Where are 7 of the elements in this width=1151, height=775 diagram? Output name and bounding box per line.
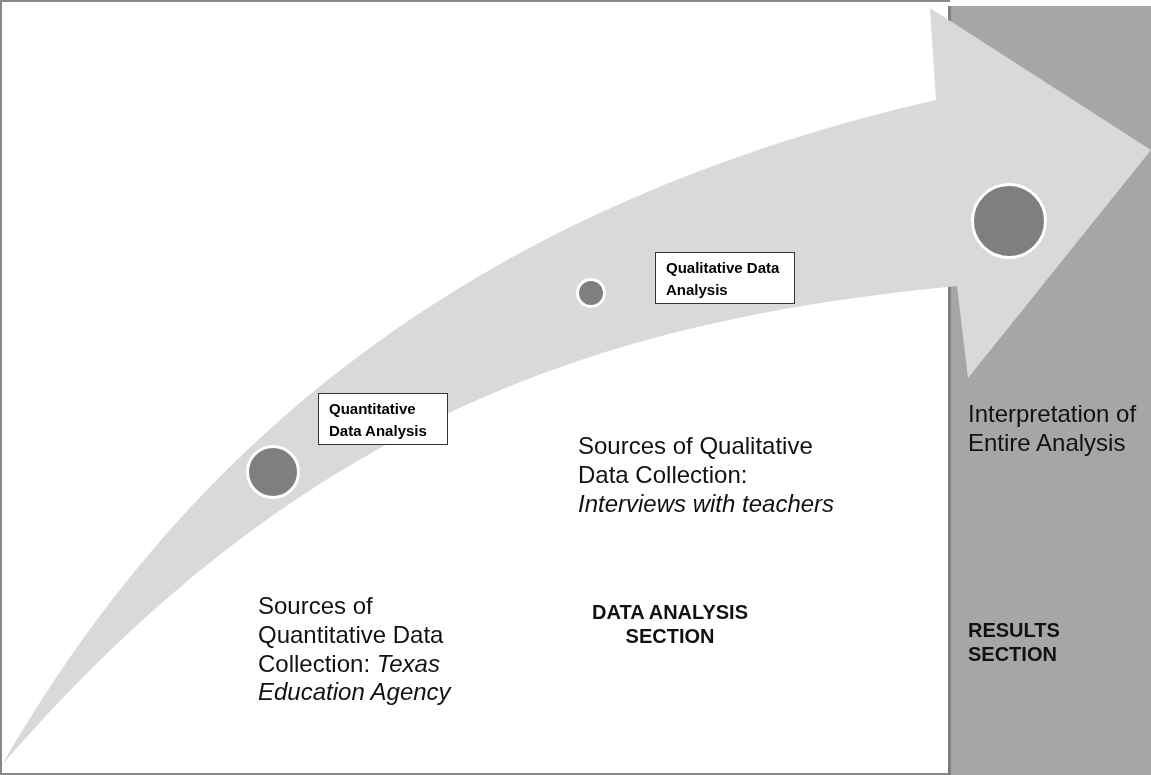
source-text: Sources of Qualitative Data Collection: Interviews with teachers — [578, 432, 836, 519]
source-text: Sources of Quantitative Data Collection: Texas Education Agency — [258, 592, 453, 708]
process-box: Quantitative Data Analysis — [318, 393, 448, 445]
section-heading: RESULTS SECTION — [968, 618, 1061, 666]
result-text: Interpretation of Entire Analysis — [968, 400, 1138, 458]
process-box: Qualitative Data Analysis — [655, 252, 795, 304]
section-heading: DATA ANALYSIS SECTION — [591, 600, 749, 648]
